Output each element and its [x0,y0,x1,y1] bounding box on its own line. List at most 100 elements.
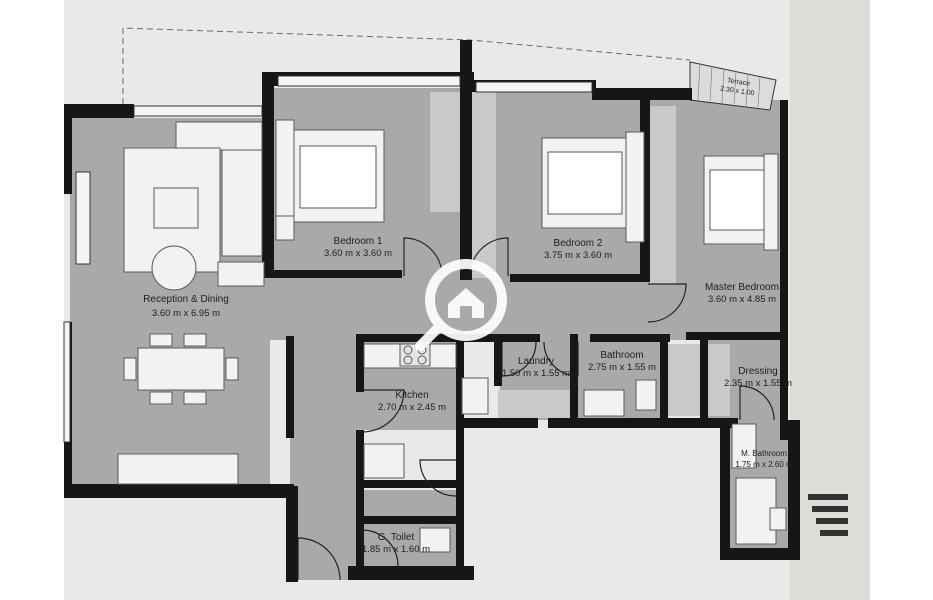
door-hall [419,459,457,497]
room-labels: Bedroom 1 3.60 m x 3.60 m Bedroom 2 3.75… [143,77,793,555]
wall-master-bottom [686,332,786,340]
wall-mbath-right [788,420,800,560]
chair-1 [149,333,173,347]
wall-hall-right [356,430,364,580]
terrace-name: Terrace [726,77,750,87]
wall-laundry-right [570,334,578,424]
wall-laundry-left [494,334,502,386]
dressing-dims: 2.35 m x 1.55 m [724,378,792,389]
gtoilet-basin [419,527,451,553]
master-name: Master Bedroom [705,282,779,293]
gtoilet-dims: 1.85 m x 1.60 m [362,544,430,555]
wall-dress-left [700,340,708,422]
sideboard [117,453,239,485]
wall-bed-divider [460,40,472,280]
wall-right [780,100,788,440]
wall-master-top [592,88,692,100]
wall-bed1-left [262,72,274,278]
sofa-side [221,149,263,257]
chair-2 [183,333,207,347]
wall-left-upper [64,104,72,194]
door-mbath [739,385,775,421]
wall-laundry-top [500,334,540,342]
wall-kitchen-bottom [458,418,538,428]
wall-bath-top [590,334,670,342]
bedroom1-name: Bedroom 1 [334,236,383,247]
chair-4 [183,391,207,405]
kitchen-sink [461,377,489,415]
wall-toilet-mid [356,516,464,524]
bedroom1-dims: 3.60 m x 3.60 m [324,248,392,259]
bed1-wardrobe [430,92,460,212]
bed1-side [275,215,295,241]
bed2-mattress [547,151,623,215]
wall-service-bottom [548,418,738,428]
master-wardrobe [650,106,676,284]
wall-mbath-bottom [720,548,800,560]
wall-mbath-left [720,418,730,558]
wall-top-left [64,104,134,118]
door-bath [543,341,579,377]
wall-reception-partition [286,336,294,438]
terrace-dims: 2.30 x 1.00 [720,86,755,98]
bath-vanity [583,389,625,417]
round-table [151,245,197,291]
reception-dims: 3.60 m x 6.95 m [152,308,220,319]
sofa-back [175,121,263,151]
chair-5 [123,357,137,381]
wall-kitchen-left [356,334,364,392]
reception-name: Reception & Dining [143,294,229,305]
master-dims: 3.60 m x 4.85 m [708,294,776,305]
laundry-dims: 1.50 m x 1.55 m [502,368,570,379]
bathroom-name: Bathroom [600,350,643,361]
stairs-symbol [808,494,848,536]
window-reception [133,105,263,117]
bed1-mattress [299,145,377,209]
door-master [647,283,687,323]
window-bed1 [277,75,461,87]
mbath-name: M. Bathroom [741,449,787,458]
bedroom2-dims: 3.75 m x 3.60 m [544,250,612,261]
wall-entry-left [286,486,298,582]
balcony-outline [122,27,691,104]
wall-bed1-bottom [262,270,402,278]
laundry-counter [498,390,570,418]
mbath-shower [735,477,777,545]
dressing-name: Dressing [738,366,777,377]
dress-cabinet-2 [706,344,730,416]
wall-bed2-bottom [510,274,644,282]
laundry-name: Laundry [518,356,554,367]
coffee-table [153,187,199,229]
windows [63,75,593,443]
bathroom-dims: 2.75 m x 1.55 m [588,362,656,373]
hob-burners [403,345,427,365]
hall-floor [290,340,360,580]
mbath-dims: 1.75 m x 2.60 m [735,460,793,469]
chair-6 [225,357,239,381]
door-entry [297,537,341,581]
terrace-grid [697,63,761,108]
wall-toilet-bottom [348,566,474,580]
kitchen-name: Kitchen [395,390,428,401]
house-search-icon [415,259,507,351]
walls [64,40,800,582]
door-laundry [501,341,537,377]
wall-bed2-right [640,96,650,282]
armchair [217,261,265,287]
wall-kitchen-right [456,340,464,580]
kitchen-dims: 2.70 m x 2.45 m [378,402,446,413]
furniture [117,119,787,553]
master-mattress [709,169,769,231]
chair-3 [149,391,173,405]
window-left-lower [63,321,71,443]
dress-cabinet [664,344,700,416]
wall-toilet-top [356,480,464,488]
wall-bottom-left [64,484,294,498]
window-left [75,171,91,265]
mbath-vanity [731,423,757,469]
door-kitchen [361,389,405,433]
bedroom2-name: Bedroom 2 [554,238,603,249]
bath-toilet [635,379,657,411]
